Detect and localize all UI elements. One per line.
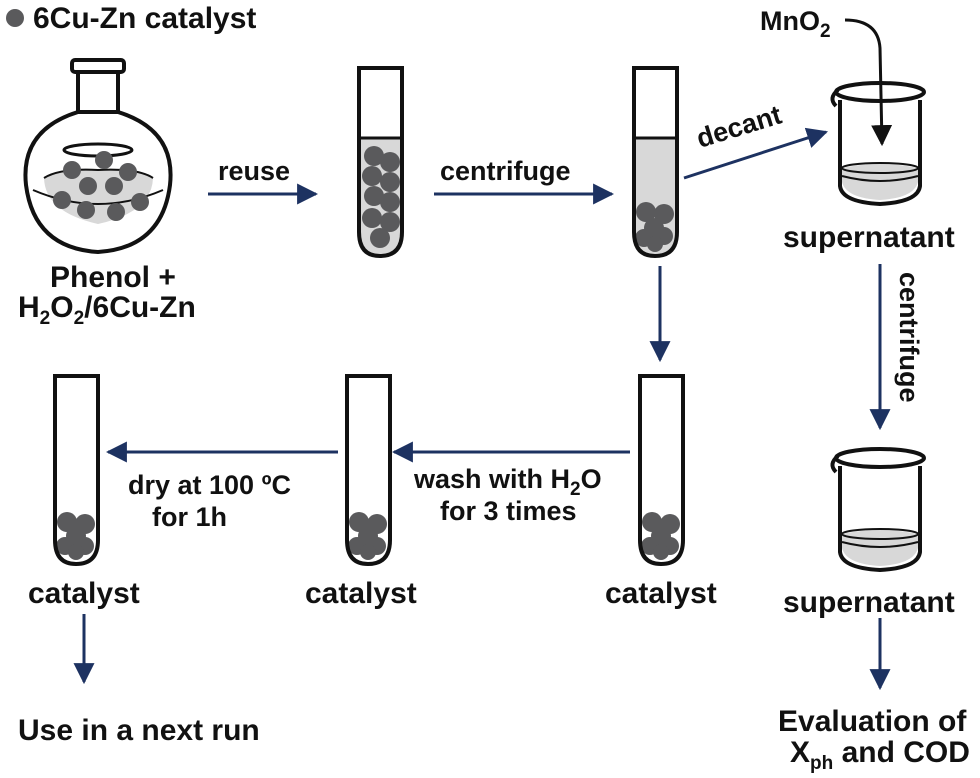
label-dry-line1: dry at 100 ºC — [128, 470, 291, 500]
label-supernatant-1: supernatant — [783, 221, 955, 254]
legend-particle-icon — [6, 9, 24, 27]
beaker-supernatant-2 — [830, 447, 926, 573]
label-evaluation-line2: Xph and COD — [790, 736, 970, 774]
test-tube-catalyst-3 — [638, 374, 685, 567]
beaker-supernatant-1 — [830, 81, 926, 207]
arrow-decant — [683, 127, 828, 180]
test-tube-suspended — [357, 66, 404, 259]
label-centrifuge-1: centrifuge — [440, 156, 571, 186]
reaction-flask — [23, 58, 173, 255]
label-decant: decant — [693, 100, 785, 154]
test-tube-catalyst-2 — [345, 374, 392, 567]
label-catalyst-1: catalyst — [28, 577, 140, 610]
label-next-run: Use in a next run — [18, 714, 260, 747]
label-reagent: MnO2 — [760, 6, 831, 42]
test-tube-centrifuged — [632, 66, 679, 259]
label-reuse: reuse — [218, 156, 290, 186]
label-evaluation-line1: Evaluation of — [778, 705, 967, 738]
label-catalyst-2: catalyst — [305, 577, 417, 610]
flask-label-line2: H2O2/6Cu-Zn — [18, 291, 196, 329]
label-wash-line1: wash with H2O — [413, 464, 602, 500]
label-centrifuge-2: centrifuge — [894, 272, 924, 403]
flask-particles — [53, 151, 149, 221]
test-tube-catalyst-1 — [53, 374, 100, 567]
label-wash-line2: for 3 times — [440, 496, 577, 526]
legend-label: 6Cu-Zn catalyst — [33, 2, 256, 35]
label-supernatant-2: supernatant — [783, 586, 955, 619]
label-dry-line2: for 1h — [152, 502, 227, 532]
flask-label-line1: Phenol + — [50, 261, 176, 294]
label-catalyst-3: catalyst — [605, 577, 717, 610]
arrow-reagent — [844, 18, 893, 147]
